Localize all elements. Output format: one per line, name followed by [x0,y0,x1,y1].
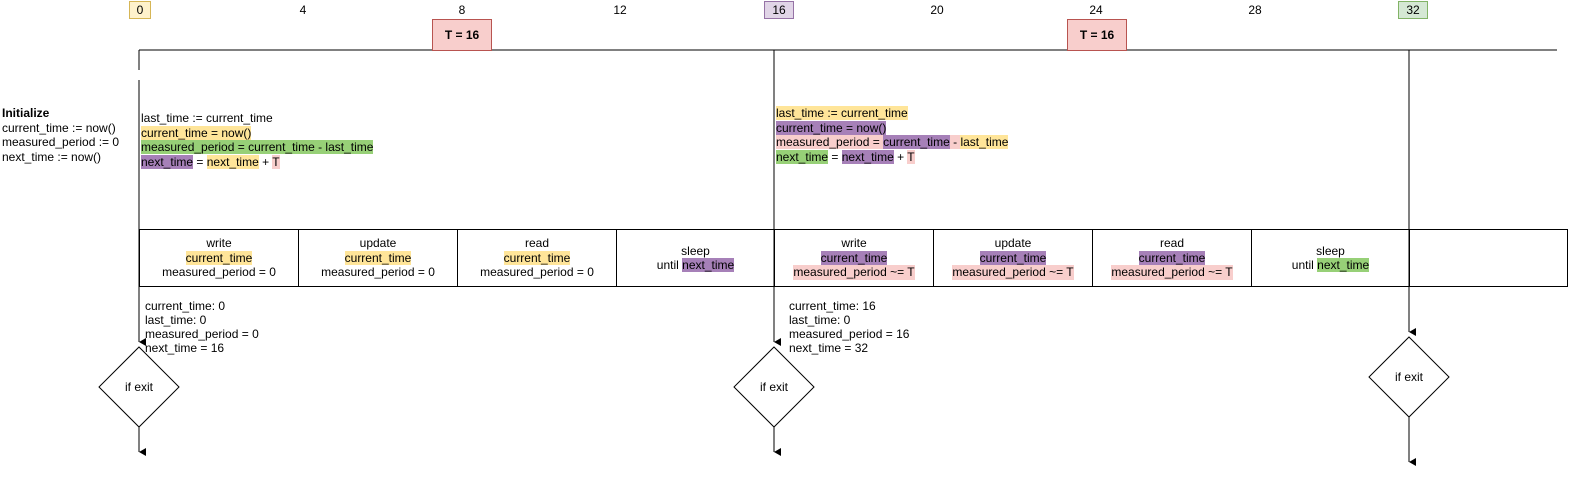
state-line: current_time: 0 [145,299,226,313]
update-line: last_time := current_time [141,111,273,125]
tick-label: 16 [764,1,794,19]
cycle-cell-sleep: sleep until next_time [616,229,775,287]
state-line: measured_period = 0 [145,327,259,341]
tick-label: 8 [458,3,466,17]
cycle-cell-read: read current_time measured_period ~= T [1092,229,1252,287]
operator: = [193,154,207,169]
period-box: T = 16 [1067,19,1127,51]
state-line: next_time = 16 [145,341,225,355]
tick-label: 24 [1089,3,1103,17]
tick-label: 4 [299,3,307,17]
var-next-time: next_time [841,149,894,164]
cycle-cell-update: update current_time measured_period = 0 [298,229,458,287]
update-line: last_time := current_time [776,106,908,120]
cell-op: sleep [1316,243,1345,258]
cell-op: read [524,236,550,251]
cell-var: current_time [503,250,571,266]
initialize-block: Initialize current_time := now() measure… [2,106,119,164]
state-block-2: current_time: 16 last_time: 0 measured_p… [789,299,909,355]
cell-op: update [359,236,397,251]
tick-label: 12 [613,3,627,17]
var-t: T [907,149,915,164]
exit-decision-label: if exit [759,380,788,394]
initialize-line: measured_period := 0 [2,135,120,149]
initialize-title: Initialize [2,106,50,120]
cell-until: until [656,258,683,272]
cell-var: next_time [1317,258,1370,272]
cycle-cell-write: write current_time measured_period = 0 [139,229,299,287]
cell-op: read [1159,236,1185,251]
var-current-time: current_time [883,135,950,149]
cell-meta: measured_period = 0 [321,265,435,280]
operator: = [828,149,842,164]
tick-label: 32 [1398,1,1428,19]
cell-until: until [1291,258,1318,272]
update-block-1: last_time := current_time current_time =… [141,111,374,169]
cycle-cell-update: update current_time measured_period ~= T [933,229,1093,287]
tick-label: 0 [129,1,151,19]
cell-op: write [841,236,867,251]
tick-label: 28 [1248,3,1262,17]
period-box: T = 16 [432,19,492,51]
update-line: measured_period = current_time - last_ti… [141,140,374,154]
cell-var: current_time [344,250,412,266]
cell-op: update [994,236,1032,251]
operator: - [949,135,961,149]
operator: + [258,154,273,169]
cycle-cell-empty [1409,229,1568,287]
operator: + [893,149,908,164]
state-line: next_time = 32 [789,341,869,355]
tick-label: 20 [930,3,944,17]
var-last-time: last_time [960,135,1009,149]
cell-var: current_time [979,250,1047,266]
cell-var: current_time [1138,250,1206,266]
var-next-time: next_time [141,154,194,169]
update-line: current_time = now() [141,125,252,140]
cell-var: current_time [820,250,888,266]
var-measured-period: measured_period = [776,135,884,149]
state-line: current_time: 16 [789,299,876,313]
cell-var: next_time [682,258,735,272]
cell-meta: measured_period ~= T [1111,265,1233,280]
cell-meta: measured_period = 0 [480,265,594,280]
cycle-cell-sleep: sleep until next_time [1251,229,1410,287]
cell-meta: measured_period ~= T [952,265,1074,280]
cell-var: current_time [185,250,253,266]
update-block-2: last_time := current_time current_time =… [776,106,1009,164]
cell-op: write [206,236,232,251]
state-block-1: current_time: 0 last_time: 0 measured_pe… [145,299,259,355]
var-next-time: next_time [776,149,829,164]
cell-meta: measured_period = 0 [162,265,276,280]
cell-meta: measured_period ~= T [793,265,915,280]
state-line: last_time: 0 [145,313,207,327]
var-t: T [272,154,280,169]
initialize-line: current_time := now() [2,120,116,135]
var-next-time: next_time [206,154,259,169]
cycle-cell-read: read current_time measured_period = 0 [457,229,617,287]
exit-decision-label: if exit [124,380,153,394]
cell-op: sleep [681,243,710,258]
initialize-line: next_time := now() [2,149,102,164]
exit-decision-label: if exit [1394,370,1423,384]
update-line: current_time = now() [776,120,887,135]
state-line: measured_period = 16 [789,327,910,341]
state-line: last_time: 0 [789,313,851,327]
cycle-cell-write: write current_time measured_period ~= T [774,229,934,287]
